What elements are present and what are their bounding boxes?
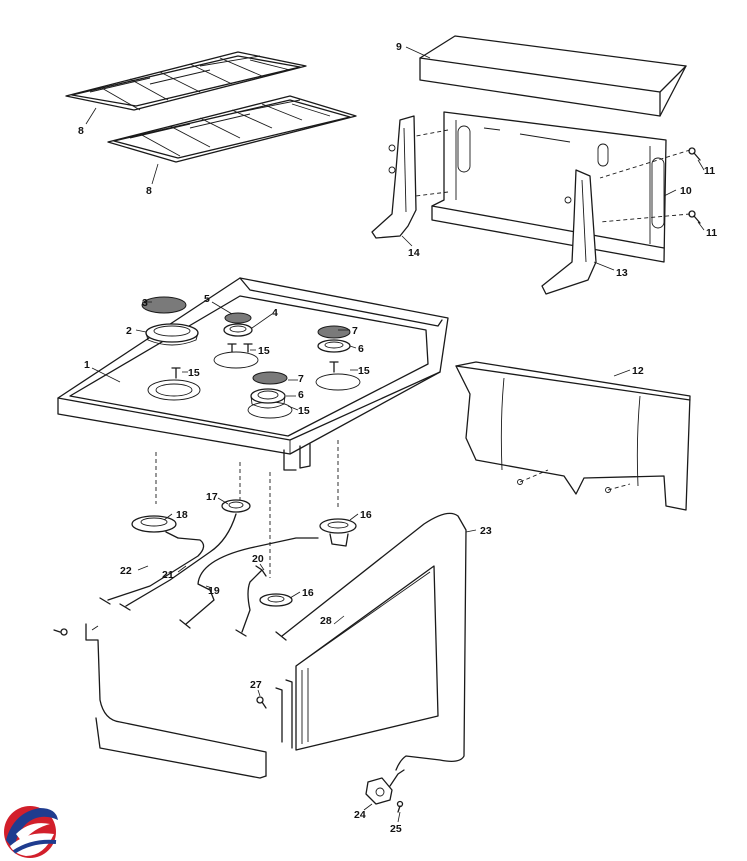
callout-14: 14 (408, 247, 420, 259)
end-bracket-right[interactable] (541, 169, 597, 295)
callout-15-center: 15 (258, 345, 270, 357)
burner-head-2[interactable] (145, 323, 199, 346)
callout-11-lower: 11 (706, 227, 717, 239)
callout-22: 22 (120, 565, 132, 577)
burner-cap-7-rear[interactable] (317, 325, 351, 339)
callout-18: 18 (176, 509, 188, 521)
callout-16-upper: 16 (360, 509, 372, 521)
brand-logo-icon (4, 806, 58, 858)
end-bracket-left[interactable] (371, 115, 417, 239)
callout-4: 4 (272, 307, 278, 319)
burner-cap-5[interactable] (224, 312, 252, 324)
callout-15-front: 15 (298, 405, 310, 417)
callout-6-rear: 6 (358, 343, 364, 355)
screw-25[interactable] (396, 800, 404, 813)
callout-23: 23 (480, 525, 492, 537)
callout-3: 3 (142, 297, 148, 309)
gas-tube-22[interactable] (99, 537, 205, 605)
burner-grate-lower[interactable] (107, 95, 357, 163)
callout-15-left: 15 (188, 367, 200, 379)
callout-5: 5 (204, 293, 210, 305)
burner-opening-left-front-inner (155, 383, 193, 397)
burner-head-6-rear[interactable] (317, 339, 351, 353)
callout-16-lower: 16 (302, 587, 314, 599)
rear-panel[interactable] (455, 361, 691, 511)
callout-8-upper: 8 (78, 125, 84, 137)
gas-valve-24[interactable] (365, 769, 405, 805)
callout-27: 27 (250, 679, 262, 691)
screw-11-upper[interactable] (688, 147, 701, 161)
backguard-top-cap[interactable] (419, 35, 687, 117)
callout-11-upper: 11 (704, 165, 715, 177)
backguard-panel[interactable] (431, 111, 667, 263)
burner-base-18[interactable] (131, 515, 179, 539)
callout-17: 17 (206, 491, 218, 503)
manifold-panel-28[interactable] (275, 565, 439, 751)
burner-head-6-front[interactable] (250, 388, 286, 409)
manifold-tube-23[interactable] (275, 512, 467, 771)
callout-8-lower: 8 (146, 185, 152, 197)
callout-15-right: 15 (358, 365, 370, 377)
callout-21: 21 (162, 569, 174, 581)
callout-2: 2 (126, 325, 132, 337)
callout-10: 10 (680, 185, 692, 197)
burner-base-17[interactable] (221, 499, 251, 513)
burner-opening-left-rear (213, 351, 259, 369)
callout-28: 28 (320, 615, 332, 627)
burner-opening-right-rear (315, 373, 361, 391)
leader-lines (85, 46, 705, 823)
burner-base-16-upper[interactable] (319, 518, 357, 547)
burner-opening-left-front (147, 379, 201, 401)
callout-24: 24 (354, 809, 366, 821)
gas-tube-21[interactable] (119, 513, 237, 611)
burner-cap-7-front[interactable] (252, 371, 288, 385)
gas-tube-19[interactable] (179, 537, 319, 629)
screw-left-panel[interactable] (53, 628, 68, 636)
callout-13: 13 (616, 267, 628, 279)
callout-6-front: 6 (298, 389, 304, 401)
callout-1: 1 (84, 359, 90, 371)
main-cooktop[interactable] (57, 277, 449, 471)
burner-cap-3[interactable] (141, 296, 187, 314)
callout-12: 12 (632, 365, 644, 377)
callout-7-rear: 7 (352, 325, 358, 337)
callout-labels: 8 8 9 10 11 11 14 13 12 1 2 3 5 4 7 6 15… (78, 41, 717, 835)
front-manifold-panel[interactable] (85, 623, 267, 779)
burner-head-4[interactable] (223, 323, 253, 337)
screw-15-set[interactable] (171, 343, 339, 379)
callout-7-front: 7 (298, 373, 304, 385)
screw-27[interactable] (256, 696, 267, 709)
screw-11-lower[interactable] (688, 210, 701, 224)
burner-grate-upper[interactable] (65, 51, 307, 111)
callout-19: 19 (208, 585, 220, 597)
callout-25: 25 (390, 823, 402, 835)
callout-20: 20 (252, 553, 264, 565)
callout-9: 9 (396, 41, 402, 53)
gas-tube-20[interactable] (235, 565, 267, 637)
burner-base-16-lower[interactable] (259, 593, 293, 607)
